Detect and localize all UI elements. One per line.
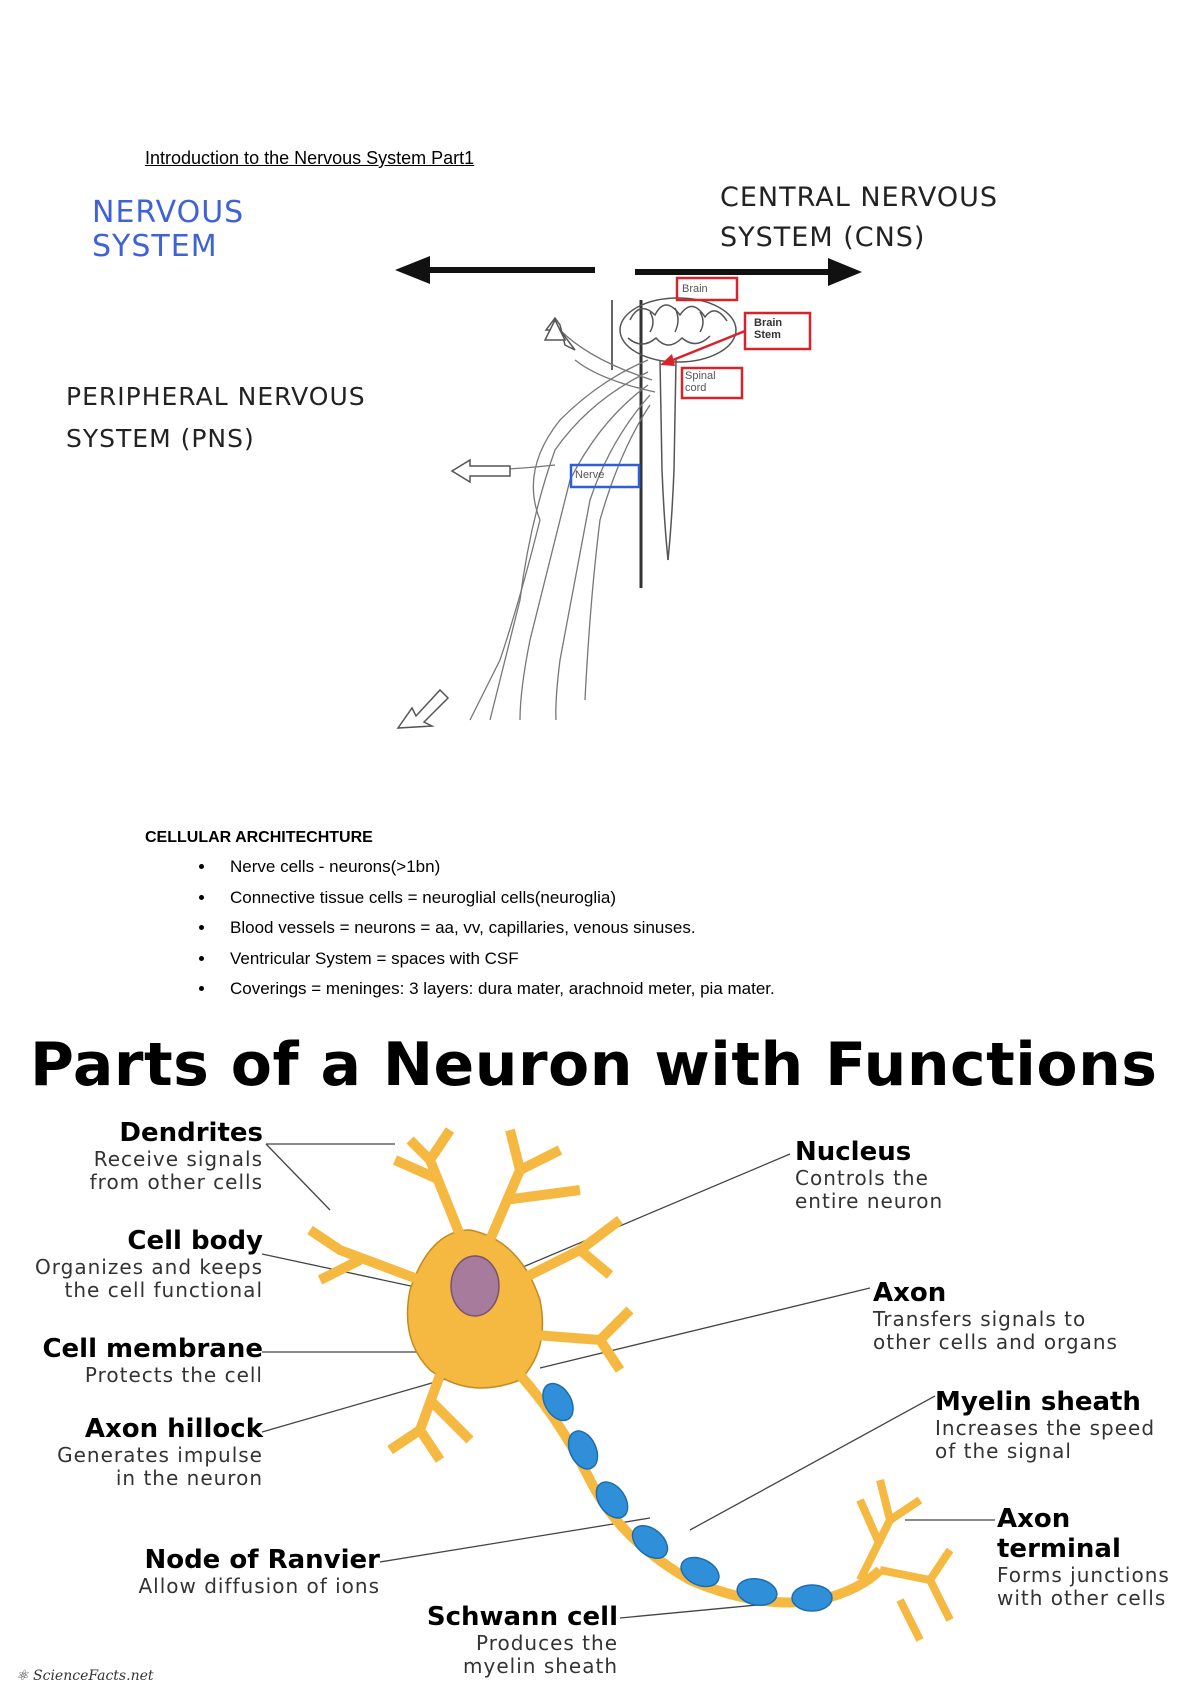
list-item: Connective tissue cells = neuroglial cel… xyxy=(216,883,775,914)
cns-title-line1: CENTRAL NERVOUS xyxy=(720,182,999,213)
spinal-cord-drawing xyxy=(659,359,677,561)
axon-hillock-desc-1: Generates impulse xyxy=(57,1443,263,1467)
spinal-cord-label: Spinal cord xyxy=(685,370,716,394)
nervous-system-diagram xyxy=(395,256,862,729)
pns-title-line2: SYSTEM (PNS) xyxy=(66,424,255,453)
brain-drawing xyxy=(619,297,737,363)
cell-membrane-desc-1: Protects the cell xyxy=(84,1363,263,1387)
axon-name: Axon xyxy=(873,1278,947,1308)
pns-title: PERIPHERAL NERVOUS SYSTEM (PNS) xyxy=(66,376,366,460)
node-of-ranvier-name: Node of Ranvier xyxy=(144,1545,380,1575)
cell-body-name: Cell body xyxy=(127,1226,263,1256)
axon-label: Axon Transfers signals to other cells an… xyxy=(873,1278,1118,1354)
dendrites-label: Dendrites Receive signals from other cel… xyxy=(90,1118,263,1194)
cns-title: CENTRAL NERVOUS SYSTEM (CNS) xyxy=(720,178,998,258)
list-item: Blood vessels = neurons = aa, vv, capill… xyxy=(216,913,775,944)
brain-stem-label-line2: Stem xyxy=(754,329,781,341)
neuron-title: Parts of a Neuron with Functions xyxy=(30,1030,1158,1100)
myelin-sheath-name: Myelin sheath xyxy=(935,1387,1141,1417)
atom-icon: ⚛ xyxy=(16,1668,29,1684)
nucleus-drawing xyxy=(450,1255,500,1317)
nucleus-desc-2: entire neuron xyxy=(795,1189,944,1213)
hollow-arrow-down-icon xyxy=(396,688,450,729)
arrow-left-icon xyxy=(395,256,595,284)
cns-title-line2: SYSTEM (CNS) xyxy=(720,222,926,253)
axon-hillock-label: Axon hillock Generates impulse in the ne… xyxy=(57,1414,263,1490)
cellular-architecture-list: Nerve cells - neurons(>1bn) Connective t… xyxy=(180,852,775,1005)
nucleus-label: Nucleus Controls the entire neuron xyxy=(795,1137,943,1213)
myelin-sheath-desc-2: of the signal xyxy=(935,1439,1072,1463)
logo-text: ScienceFacts.net xyxy=(33,1668,154,1684)
list-item: Nerve cells - neurons(>1bn) xyxy=(216,852,775,883)
list-item: Ventricular System = spaces with CSF xyxy=(216,944,775,975)
dendrites-name: Dendrites xyxy=(119,1118,263,1148)
pointer-arrowhead-icon xyxy=(660,354,675,366)
nervous-system-title-line1: NERVOUS xyxy=(92,195,245,230)
schwann-cell-desc-1: Produces the xyxy=(476,1631,618,1655)
document-title: Introduction to the Nervous System Part1 xyxy=(145,148,475,168)
node-of-ranvier-desc-1: Allow diffusion of ions xyxy=(138,1574,380,1598)
axon-terminal-name-1: Axon xyxy=(997,1504,1071,1534)
cellular-architecture-heading: CELLULAR ARCHITECHTURE xyxy=(145,829,373,846)
dendrites-desc-1: Receive signals xyxy=(93,1147,263,1171)
cell-membrane-label: Cell membrane Protects the cell xyxy=(42,1334,263,1387)
brain-stem-pointer xyxy=(667,329,746,364)
cell-membrane-name: Cell membrane xyxy=(42,1334,263,1364)
brain-label: Brain xyxy=(682,283,708,295)
myelin-sheath-desc-1: Increases the speed xyxy=(935,1416,1156,1440)
schwann-cell-label: Schwann cell Produces the myelin sheath xyxy=(427,1602,618,1678)
cell-body-label: Cell body Organizes and keeps the cell f… xyxy=(35,1226,263,1302)
spinal-cord-label-line2: cord xyxy=(685,382,707,394)
nucleus-name: Nucleus xyxy=(795,1137,912,1167)
schwann-cell-desc-2: myelin sheath xyxy=(463,1654,618,1678)
pns-title-line1: PERIPHERAL NERVOUS xyxy=(66,382,366,411)
neuron-diagram xyxy=(261,1127,995,1642)
brain-stem-label-line1: Brain xyxy=(754,317,783,329)
nerve-box xyxy=(569,463,641,489)
myelin-sheath-drawing xyxy=(542,1382,833,1612)
brain-stem-label: Brain Stem xyxy=(754,317,782,341)
nucleus-desc-1: Controls the xyxy=(795,1166,929,1190)
axon-terminal-name-2: terminal xyxy=(997,1534,1121,1564)
schwann-cell-name: Schwann cell xyxy=(426,1602,618,1632)
axon-hillock-desc-2: in the neuron xyxy=(115,1466,263,1490)
nervous-system-title-line2: SYSTEM xyxy=(92,229,218,264)
body-outline-drawing xyxy=(469,329,656,721)
nervous-system-title: NERVOUS SYSTEM xyxy=(92,196,244,264)
spinal-cord-label-line1: Spinal xyxy=(685,370,716,382)
myelin-sheath-label: Myelin sheath Increases the speed of the… xyxy=(935,1387,1155,1463)
nerve-label: Nerve xyxy=(575,469,605,481)
axon-terminal-desc-2: with other cells xyxy=(997,1586,1167,1610)
cell-body-desc-2: the cell functional xyxy=(64,1278,263,1302)
dendrites-desc-2: from other cells xyxy=(89,1170,263,1194)
brain-box xyxy=(675,276,739,302)
axon-terminal-desc-1: Forms junctions xyxy=(997,1563,1170,1587)
axon-hillock-name: Axon hillock xyxy=(84,1414,263,1444)
axon-desc-2: other cells and organs xyxy=(873,1330,1118,1354)
sciencefacts-logo: ⚛ ScienceFacts.net xyxy=(16,1668,154,1684)
arrow-right-icon xyxy=(635,258,862,286)
cell-body-desc-1: Organizes and keeps xyxy=(35,1255,263,1279)
node-of-ranvier-label: Node of Ranvier Allow diffusion of ions xyxy=(138,1545,380,1598)
axon-terminal-drawing xyxy=(856,1479,954,1642)
spinal-cord-box xyxy=(680,366,744,400)
hollow-arrow-left-icon xyxy=(450,458,511,484)
hollow-arrow-up-icon xyxy=(543,316,576,351)
list-item: Coverings = meninges: 3 layers: dura mat… xyxy=(216,974,775,1005)
axon-desc-1: Transfers signals to xyxy=(873,1307,1087,1331)
axon-terminal-label: Axon terminal Forms junctions with other… xyxy=(997,1504,1170,1610)
